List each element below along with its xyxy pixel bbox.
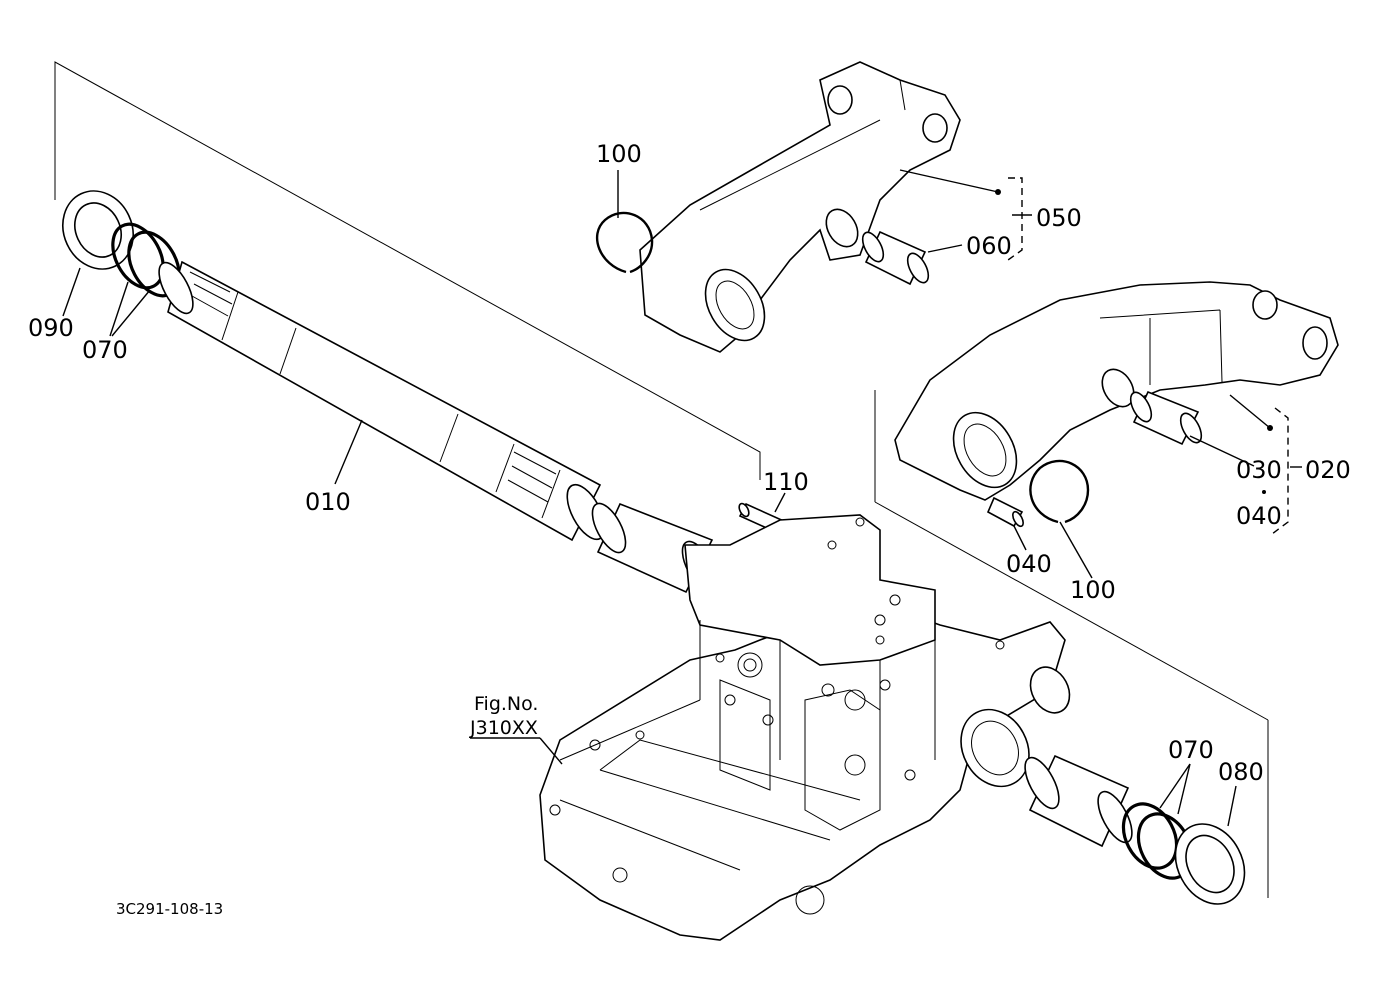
label-080: 080 <box>1218 758 1264 786</box>
label-070-right: 070 <box>1168 736 1214 764</box>
lift-arm-050 <box>639 61 961 353</box>
snap-ring-100-upper <box>595 211 654 274</box>
drawing-code: 3C291-108-13 <box>116 900 223 918</box>
bushing-060 <box>861 230 930 286</box>
label-020: 020 <box>1305 456 1351 484</box>
hydraulic-housing <box>539 514 1071 941</box>
bushing-right <box>1024 754 1133 848</box>
label-090: 090 <box>28 314 74 342</box>
label-110: 110 <box>763 468 809 496</box>
label-100-upper: 100 <box>596 140 642 168</box>
lift-shaft-010 <box>158 260 606 542</box>
label-040-lower: 040 <box>1006 550 1052 578</box>
figure-ref-line1: Fig.No. <box>474 693 538 715</box>
leader-lines <box>62 169 1302 827</box>
label-100-lower: 100 <box>1070 576 1116 604</box>
washer-080 <box>1174 823 1246 905</box>
bushing-030 <box>1129 390 1203 446</box>
snap-ring-100-lower <box>1029 459 1090 524</box>
lift-arm-020 <box>894 281 1339 501</box>
washer-090 <box>62 190 134 270</box>
label-060: 060 <box>966 232 1012 260</box>
pin-040 <box>986 496 1024 528</box>
label-040-right: 040 <box>1236 502 1282 530</box>
figure-ref-line2: J310XX <box>469 717 538 739</box>
label-050: 050 <box>1036 204 1082 232</box>
callout-labels: 090 070 010 100 050 060 110 030 020 040 … <box>28 140 1351 918</box>
label-070-left: 070 <box>82 336 128 364</box>
label-010: 010 <box>305 488 351 516</box>
label-030: 030 <box>1236 456 1282 484</box>
shaft-group-frame <box>54 61 1269 898</box>
